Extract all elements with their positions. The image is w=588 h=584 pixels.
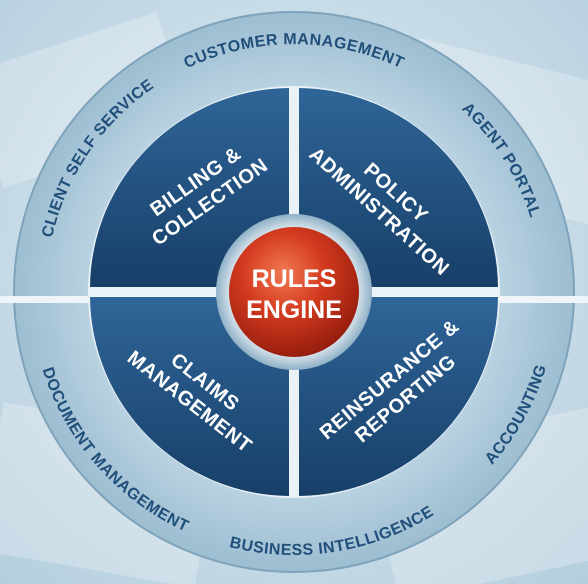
core-label-line2: ENGINE (246, 296, 342, 324)
rules-engine-core (229, 227, 359, 357)
core-label-line1: RULES (252, 265, 337, 293)
